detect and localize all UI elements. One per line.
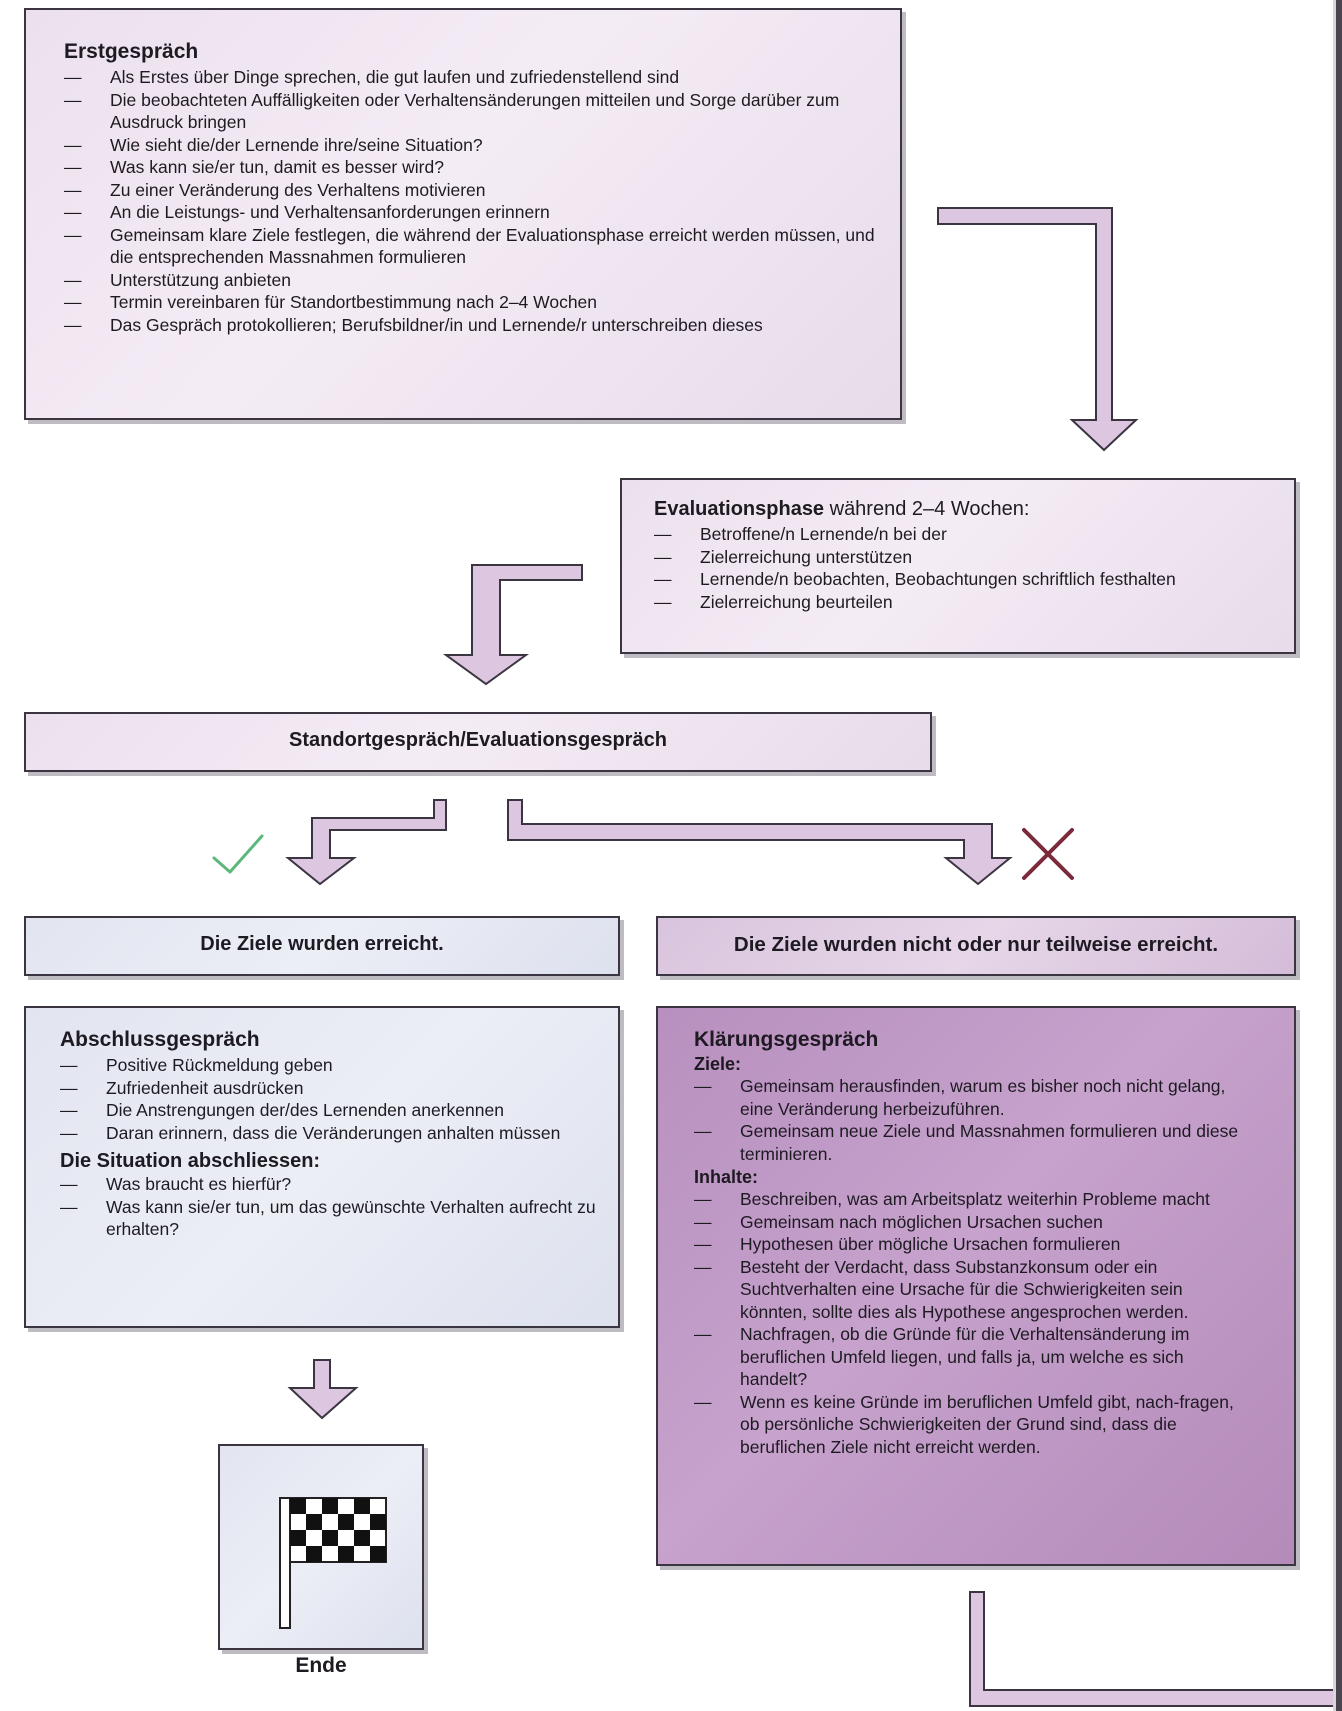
evaluationsphase-title-rest: während 2–4 Wochen: [824, 498, 1030, 520]
abschlussgespraech-subtitle: Die Situation abschliessen: [60, 1150, 321, 1172]
checkered-flag-icon [279, 1497, 387, 1629]
list-item: Gemeinsam klare Ziele festlegen, die wäh… [64, 224, 884, 269]
list-item: Die Anstrengungen der/des Lernenden aner… [60, 1099, 600, 1122]
page-edge-inner [1333, 0, 1336, 1711]
list-item: Besteht der Verdacht, dass Substanzkonsu… [694, 1256, 1254, 1324]
outcome-no-banner: Die Ziele wurden nicht oder nur teilweis… [656, 916, 1296, 976]
erstgespraech-title: Erstgespräch [64, 40, 199, 63]
list-item: An die Leistungs- und Verhaltensanforder… [64, 201, 884, 224]
standortgespraech-banner: Standortgespräch/Evaluationsgespräch [24, 712, 932, 772]
arrow-continue [969, 1591, 1342, 1707]
list-item: Betroffene/n Lernende/n bei der [654, 523, 1284, 546]
list-item: Daran erinnern, dass die Veränderungen a… [60, 1122, 600, 1145]
ende-box [218, 1444, 424, 1650]
list-item: Das Gespräch protokollieren; Berufsbildn… [64, 314, 884, 337]
evaluationsphase-title-bold: Evaluationsphase [654, 498, 825, 520]
inhalte-label: Inhalte: [694, 1167, 759, 1187]
standortgespraech-label: Standortgespräch/Evaluationsgespräch [289, 729, 667, 751]
klaerungsgespraech-title: Klärungsgespräch [694, 1028, 879, 1051]
arrow-to-evaluation [937, 207, 1139, 452]
klaerungsgespraech-box: Klärungsgespräch Ziele: Gemeinsam heraus… [656, 1006, 1296, 1566]
list-item: Als Erstes über Dinge sprechen, die gut … [64, 66, 884, 89]
list-item: Positive Rückmeldung geben [60, 1054, 600, 1077]
list-item: Lernende/n beobachten, Beobachtungen sch… [654, 568, 1284, 591]
list-item: Was braucht es hierfür? [60, 1173, 600, 1196]
list-item: Die beobachteten Auffälligkeiten oder Ve… [64, 89, 884, 134]
list-item: Zielerreichung unterstützen [654, 546, 1284, 569]
arrow-to-no [507, 799, 1013, 886]
arrow-to-yes [285, 799, 447, 886]
cross-icon [1022, 828, 1074, 880]
abschlussgespraech-title: Abschlussgespräch [60, 1028, 260, 1051]
list-item: Beschreiben, was am Arbeitsplatz weiterh… [694, 1188, 1254, 1211]
outcome-no-label: Die Ziele wurden nicht oder nur teilweis… [733, 933, 1219, 956]
erstgespraech-box: Erstgespräch Als Erstes über Dinge sprec… [24, 8, 902, 420]
list-item: Was kann sie/er tun, um das gewünschte V… [60, 1196, 600, 1241]
arrow-to-ende [287, 1359, 359, 1420]
list-item: Gemeinsam nach möglichen Ursachen suchen [694, 1211, 1254, 1234]
ende-label: Ende [295, 1654, 347, 1677]
list-item: Wenn es keine Gründe im beruflichen Umfe… [694, 1391, 1254, 1459]
list-item: Wie sieht die/der Lernende ihre/seine Si… [64, 134, 884, 157]
list-item: Gemeinsam neue Ziele und Massnahmen form… [694, 1120, 1254, 1165]
list-item: Nachfragen, ob die Gründe für die Verhal… [694, 1323, 1254, 1391]
abschlussgespraech-box: Abschlussgespräch Positive Rückmeldung g… [24, 1006, 620, 1328]
list-item: Unterstützung anbieten [64, 269, 884, 292]
ziele-label: Ziele: [694, 1054, 742, 1074]
list-item: Zu einer Veränderung des Verhaltens moti… [64, 179, 884, 202]
list-item: Zufriedenheit ausdrücken [60, 1077, 600, 1100]
arrow-to-standort [442, 564, 583, 686]
outcome-yes-banner: Die Ziele wurden erreicht. [24, 916, 620, 976]
evaluationsphase-box: Evaluationsphase während 2–4 Wochen: Bet… [620, 478, 1296, 654]
list-item: Gemeinsam herausfinden, warum es bisher … [694, 1075, 1254, 1120]
evaluationsphase-title: Evaluationsphase während 2–4 Wochen: [654, 498, 1284, 521]
check-icon [212, 834, 264, 874]
list-item: Termin vereinbaren für Standortbestimmun… [64, 291, 884, 314]
list-item: Zielerreichung beurteilen [654, 591, 1284, 614]
list-item: Hypothesen über mögliche Ursachen formul… [694, 1233, 1254, 1256]
list-item: Was kann sie/er tun, damit es besser wir… [64, 156, 884, 179]
outcome-yes-label: Die Ziele wurden erreicht. [200, 933, 444, 955]
page-edge [1336, 0, 1342, 1711]
